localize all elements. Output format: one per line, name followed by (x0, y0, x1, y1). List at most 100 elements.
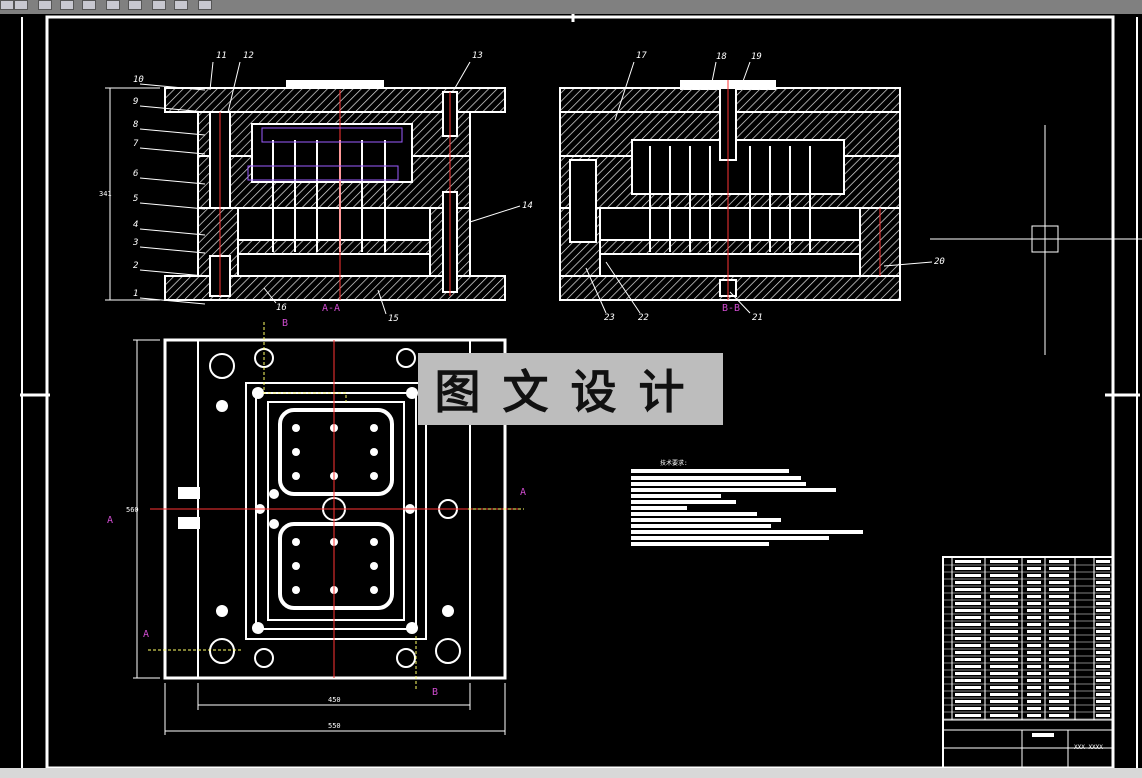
callout-10: 10 (133, 75, 144, 85)
callout-16-leader (263, 287, 277, 304)
callout-16: 16 (276, 303, 287, 313)
parts-row-cell (1049, 567, 1069, 570)
parts-row-cell (1049, 658, 1069, 661)
parts-row-cell (1049, 560, 1069, 563)
region-icon[interactable] (152, 0, 166, 10)
tech-notes-title: 技术要求: (660, 459, 688, 467)
parts-row-cell (1096, 700, 1110, 703)
parts-row-cell (955, 602, 981, 605)
parts-row-cell (955, 574, 981, 577)
parts-row-cell (1096, 581, 1110, 584)
parts-row-cell (1096, 637, 1110, 640)
parts-row-cell (990, 595, 1018, 598)
parts-row-cell (1027, 616, 1041, 619)
callout-19: 19 (751, 52, 762, 62)
parts-row-cell (990, 707, 1018, 710)
cad-toolbar (0, 0, 1142, 14)
parts-row-cell (955, 567, 981, 570)
parts-row-cell (1049, 707, 1069, 710)
parts-row-cell (955, 623, 981, 626)
technical-notes (631, 469, 863, 546)
parts-list (943, 560, 1113, 720)
parts-row-cell (955, 560, 981, 563)
section-mark-a-bottom: A (143, 629, 149, 640)
parts-row-cell (1027, 658, 1041, 661)
parts-row-cell (1049, 686, 1069, 689)
parts-row-cell (990, 637, 1018, 640)
callout-9: 9 (133, 97, 138, 107)
parts-row-cell (1027, 672, 1041, 675)
parts-row-cell (1049, 602, 1069, 605)
parts-row-cell (1049, 637, 1069, 640)
parts-row-cell (1027, 595, 1041, 598)
parts-row-cell (1096, 658, 1110, 661)
parts-row-cell (990, 714, 1018, 717)
parts-row-cell (1096, 560, 1110, 563)
parts-row-cell (1049, 644, 1069, 647)
callout-5: 5 (133, 194, 138, 204)
spline-icon[interactable] (14, 0, 28, 10)
parts-row-cell (990, 658, 1018, 661)
parts-row-cell (1096, 595, 1110, 598)
parts-row-cell (1027, 665, 1041, 668)
callout-12-leader (227, 61, 241, 113)
parts-row-cell (1027, 693, 1041, 696)
parts-row-cell (1096, 651, 1110, 654)
callout-2: 2 (133, 261, 138, 271)
parts-row-cell (990, 602, 1018, 605)
dim-height: 560 (126, 506, 139, 514)
block-icon[interactable] (60, 0, 74, 10)
parts-row-cell (1027, 714, 1041, 717)
parts-row-cell (1096, 693, 1110, 696)
parts-row-cell (1049, 651, 1069, 654)
callout-13: 13 (472, 51, 483, 61)
insert-icon[interactable] (82, 0, 96, 10)
parts-row-cell (1049, 665, 1069, 668)
parts-row-cell (955, 616, 981, 619)
parts-row-cell (1096, 686, 1110, 689)
parts-row-cell (1096, 679, 1110, 682)
parts-row-cell (1027, 623, 1041, 626)
table-icon[interactable] (106, 0, 120, 10)
dim-width-inner: 450 (328, 696, 341, 704)
parts-row-cell (1027, 588, 1041, 591)
parts-row-cell (1049, 630, 1069, 633)
callout-23-leader (585, 267, 607, 314)
parts-row-cell (990, 700, 1018, 703)
parts-row-cell (955, 581, 981, 584)
callout-13-leader (454, 61, 471, 89)
callout-11: 11 (216, 51, 227, 61)
parts-row-cell (955, 588, 981, 591)
parts-row-cell (1027, 560, 1041, 563)
callout-7-leader (139, 147, 206, 155)
parts-row-cell (1027, 707, 1041, 710)
parts-row-cell (955, 658, 981, 661)
callout-18: 18 (716, 52, 727, 62)
callout-6: 6 (133, 169, 138, 179)
gradient-icon[interactable] (128, 0, 142, 10)
parts-row-cell (1049, 700, 1069, 703)
hatch-icon[interactable] (38, 0, 52, 10)
parts-row-cell (1049, 574, 1069, 577)
attribute-icon[interactable] (198, 0, 212, 10)
sheet-border (20, 14, 1140, 768)
callout-3-leader (139, 246, 206, 254)
section-mark-b-bottom: B (432, 687, 438, 698)
parts-row-cell (1096, 588, 1110, 591)
parts-row-cell (990, 574, 1018, 577)
parts-row-cell (1027, 581, 1041, 584)
parts-row-cell (955, 672, 981, 675)
parts-row-cell (990, 679, 1018, 682)
parts-row-cell (1096, 616, 1110, 619)
callout-8: 8 (133, 120, 138, 130)
arc-icon[interactable] (0, 0, 14, 10)
callout-9-leader (139, 105, 206, 113)
callout-10-leader (139, 83, 206, 91)
callout-7: 7 (133, 139, 139, 149)
parts-row-cell (990, 693, 1018, 696)
parts-row-cell (955, 700, 981, 703)
parts-row-cell (1027, 574, 1041, 577)
text-icon[interactable] (174, 0, 188, 10)
callout-12: 12 (243, 51, 254, 61)
